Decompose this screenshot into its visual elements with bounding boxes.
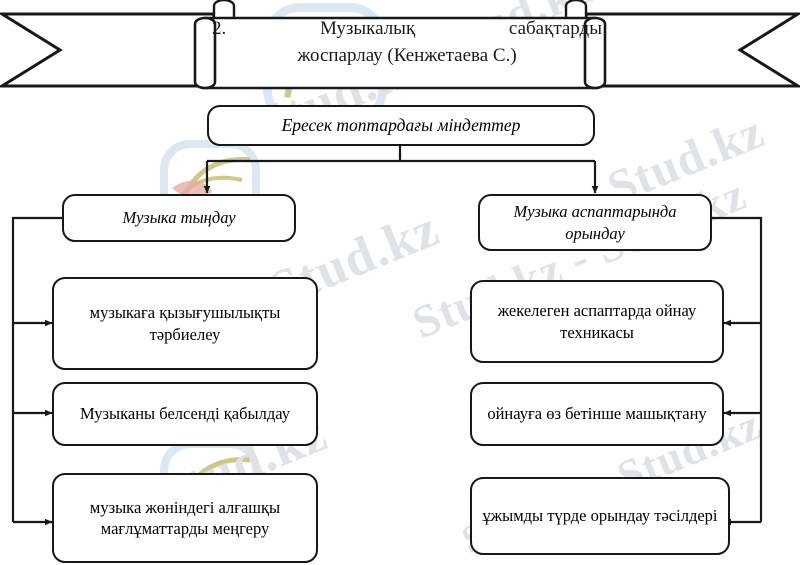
left-item-box-3[interactable]: музыка жөніндегі алғашқы мағлұматтарды м… — [52, 473, 318, 563]
title-number: 2. — [212, 18, 227, 39]
right-column-header-label: Музыка аспаптарында орындау — [513, 202, 677, 243]
left-item-label-2: Музыканы белсенді қабылдау — [80, 404, 290, 424]
right-item-box-2[interactable]: ойнауға өз бетінше машықтану — [470, 382, 724, 446]
title-word-2: сабақтарды — [508, 18, 602, 39]
title-line-2: жоспарлау (Кенжетаева С.) — [297, 44, 517, 66]
connector-left-bus — [11, 216, 62, 522]
left-item-label-1: музыкаға қызығушылықты тәрбиелеу — [89, 303, 281, 344]
page-title: 2. Музыкалық сабақтарды жоспарлау (Кенже… — [212, 16, 602, 86]
ribbon-right-tail — [584, 12, 800, 88]
title-word-1: Музыкалық — [319, 18, 416, 39]
left-item-box-1[interactable]: музыкаға қызығушылықты тәрбиелеу — [52, 277, 318, 370]
connector-right-bus — [712, 216, 763, 522]
ribbon-left-tail — [0, 12, 216, 88]
subtitle-label: Ересек топтардағы міндеттер — [281, 115, 521, 136]
right-item-label-2: ойнауға өз бетінше машықтану — [487, 404, 707, 424]
right-column-header-box[interactable]: Музыка аспаптарында орындау — [478, 194, 712, 251]
left-column-header-box[interactable]: Музыка тыңдау — [62, 194, 296, 242]
right-item-box-1[interactable]: жекелеген аспаптарда ойнау техникасы — [470, 280, 724, 363]
left-item-label-3: музыка жөніндегі алғашқы мағлұматтарды м… — [89, 497, 281, 538]
ribbon-cap-right — [583, 16, 607, 90]
right-item-label-1: жекелеген аспаптарда ойнау техникасы — [497, 301, 697, 342]
subtitle-box[interactable]: Ересек топтардағы міндеттер — [207, 105, 595, 146]
left-item-box-2[interactable]: Музыканы белсенді қабылдау — [52, 382, 318, 446]
ribbon-cap-left — [193, 16, 217, 90]
right-item-label-3: ұжымды түрде орындау тәсілдері — [482, 506, 718, 526]
right-item-box-3[interactable]: ұжымды түрде орындау тәсілдері — [470, 477, 730, 555]
left-column-header-label: Музыка тыңдау — [122, 208, 236, 228]
